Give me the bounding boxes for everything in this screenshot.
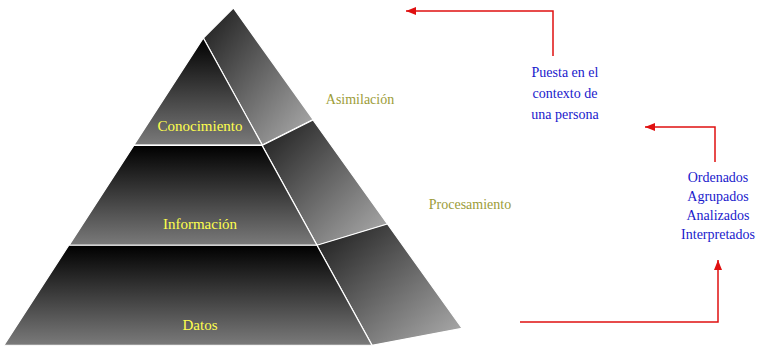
red-arrow [520, 260, 718, 322]
process-label: Asimilación [326, 92, 394, 107]
process-label: Procesamiento [429, 197, 511, 212]
band-label: Datos [183, 317, 218, 334]
band-label: Conocimiento [157, 118, 242, 135]
band-shape [4, 224, 462, 345]
step-note: Ordenados Agrupados Analizados Interpret… [681, 168, 755, 244]
pyramid-band: Conocimiento [134, 8, 313, 145]
band-front-face [4, 245, 372, 345]
pyramid-band: Datos [4, 224, 462, 345]
red-arrow [406, 11, 553, 56]
band-label: Información [163, 216, 237, 233]
band-front-face [69, 145, 317, 245]
pyramid-band: Información [69, 120, 388, 245]
band-front-face [134, 38, 262, 145]
step-note: Puesta en el contexto de una persona [528, 62, 602, 125]
red-arrow [645, 127, 715, 162]
